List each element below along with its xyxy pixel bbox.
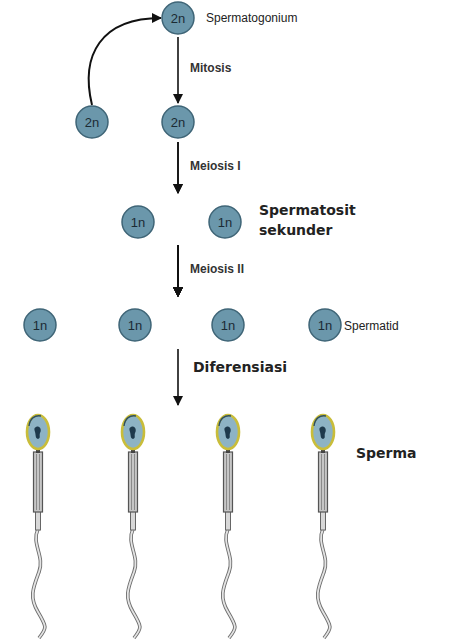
ploidy-text: 1n (128, 318, 142, 333)
cell-body (309, 309, 341, 341)
ploidy-text: 1n (318, 318, 332, 333)
cell-circle: 1n (208, 205, 242, 239)
cell-body (119, 309, 151, 341)
ploidy-text: 1n (33, 318, 47, 333)
stage-label: Spermatogonium (206, 10, 297, 27)
process-arrow (177, 245, 179, 296)
ploidy-text: 2n (85, 115, 99, 130)
stage-label: Spermatid (344, 318, 399, 335)
cell-circle: 2n (75, 105, 109, 139)
process-arrow (177, 245, 179, 296)
sperm-cell (27, 415, 49, 638)
cell-circle: 2n (161, 105, 195, 139)
process-arrow (177, 142, 179, 193)
cell-body (162, 2, 194, 34)
process-arrow (177, 245, 179, 296)
stage-label: Diferensiasi (193, 357, 287, 377)
process-arrow (177, 245, 179, 296)
sperm-cell (312, 415, 334, 638)
ploidy-text: 1n (218, 215, 232, 230)
process-label: Meiosis I (190, 159, 241, 173)
cell-circle: 1n (211, 308, 245, 342)
cell-body (122, 206, 154, 238)
process-arrow (177, 245, 179, 296)
process-arrow (177, 142, 179, 193)
cell-body (24, 309, 56, 341)
cell-body (209, 206, 241, 238)
process-arrow (177, 37, 179, 103)
cell-circle: 1n (121, 205, 155, 239)
differentiation-arrow (177, 349, 179, 405)
stage-label: Sperma (356, 443, 417, 463)
process-arrow (177, 245, 179, 296)
process-arrow (89, 18, 161, 105)
sperm-cell (122, 415, 144, 638)
cell-circle: 2n (161, 1, 195, 35)
process-arrow (177, 245, 179, 296)
sperm-cell (217, 415, 239, 638)
cell-circle: 1n (23, 308, 57, 342)
ploidy-text: 2n (171, 115, 185, 130)
cell-circle: 1n (118, 308, 152, 342)
cell-circle: 1n (308, 308, 342, 342)
ploidy-text: 1n (221, 318, 235, 333)
ploidy-text: 2n (171, 11, 185, 26)
ploidy-text: 1n (131, 215, 145, 230)
cell-body (162, 106, 194, 138)
process-arrow (177, 245, 179, 296)
process-label: Mitosis (190, 61, 231, 75)
stage-label: Spermatosit sekunder (259, 200, 371, 241)
cell-body (212, 309, 244, 341)
process-label: Meiosis II (190, 262, 244, 276)
cell-body (76, 106, 108, 138)
